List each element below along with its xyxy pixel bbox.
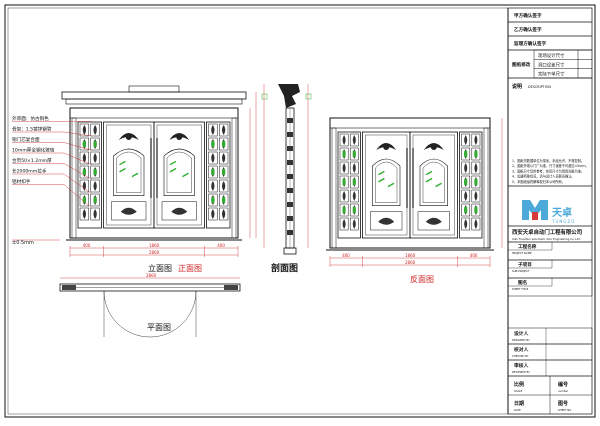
person-label-en: REVIEWED BY <box>512 370 530 374</box>
material-note: 合页50×1.2mm厚 <box>12 157 52 164</box>
sheet-no-label-en: SHEET NO <box>558 408 571 412</box>
description-note: 4、如遇特殊情况，请与设计人员联系确认。 <box>512 174 575 179</box>
section-view-label: 剖面图 <box>271 262 298 274</box>
sheet-no-label: 图号 <box>558 400 568 407</box>
dimension-text: 2860 <box>405 260 416 265</box>
revision-label: 图纸修改 <box>512 61 531 68</box>
back-elevation: 400 1860 400 2860 <box>326 102 509 267</box>
material-note: 铜门芯复合面 <box>12 136 40 143</box>
field-label: 子项目 <box>518 261 532 268</box>
front-view-label: 立面图 <box>148 263 172 273</box>
side-note: ±0.5mm <box>12 240 34 246</box>
date-label-en: DATE <box>514 408 521 412</box>
logo-text: 天卓 <box>552 206 572 219</box>
dimension-text: 400 <box>470 253 478 258</box>
revision-item: 现场设计尺寸 <box>538 52 565 59</box>
dimension-text: 400 <box>217 243 225 248</box>
material-note: 骨架：1.5镀锌钢管 <box>12 126 52 133</box>
dimension-text: 400 <box>342 253 350 258</box>
company-name: 西安天卓自动门工程有限公司 <box>512 228 582 236</box>
logo-accent-icon <box>532 212 538 220</box>
company-name-en: Xian Tianzhuo automatic door Engineering… <box>512 237 581 241</box>
description-label-en: DESCRIPTION <box>528 85 551 89</box>
revision-item: 实际下单尺寸 <box>538 71 565 78</box>
person-label-en: CHECKED BY <box>512 354 529 358</box>
signature-row-label: 甲方确认签字 <box>514 12 542 19</box>
person-label: 审核人 <box>514 362 529 369</box>
description-note: 3、图纸尺寸仅供参考，实际尺寸为现场测量为准。 <box>512 168 584 173</box>
logo-mark-icon <box>522 200 548 220</box>
field-label: 图名 <box>518 279 527 286</box>
number-label: 编号 <box>558 381 568 388</box>
person-label: 设计人 <box>514 330 529 337</box>
sheet-frame <box>4 4 596 418</box>
dimension-text: 2860 <box>149 250 160 255</box>
dimension-text: 1860 <box>405 253 416 258</box>
section-view <box>261 84 312 255</box>
revision-item: 洞口误差尺寸 <box>538 61 565 68</box>
field-label-en: PROJECT NAME <box>512 251 532 255</box>
scale-label-en: SCALE <box>514 389 523 393</box>
plan-view-label: 平面图 <box>147 323 171 332</box>
dimension-text: 1860 <box>149 243 160 248</box>
dimension-text: 400 <box>83 243 91 248</box>
description-note: 5、本图纸最终解释权归本公司所有。 <box>512 179 565 184</box>
material-note: 外饰面：仿古铜色 <box>12 115 49 122</box>
title-block: 甲方确认签字乙方确认签字监理方确认签字图纸修改现场设计尺寸洞口误差尺寸实际下单尺… <box>507 7 593 415</box>
date-label: 日期 <box>514 400 524 407</box>
logo-text-en: TUNGZO <box>551 219 575 224</box>
dimension-text: 2860 <box>146 273 157 278</box>
signature-row-label: 监理方确认签字 <box>514 40 547 47</box>
scale-label: 比例 <box>514 381 524 388</box>
material-note: 铝材扣手 <box>12 178 31 185</box>
description-note: 2、图纸外观以门厂为准，尺寸误差不可超过±5mm。 <box>512 163 589 168</box>
field-label-en: SUB-PROJECT <box>512 269 530 273</box>
signature-row-label: 乙方确认签字 <box>514 26 542 33</box>
field-label: 工程名称 <box>518 243 537 250</box>
material-note: 长2000mm拉手 <box>12 168 47 175</box>
front-view-note: 正面图 <box>178 264 202 273</box>
description-note: 1、图纸内数据单位为毫米，未经允许，不得复制。 <box>512 158 584 163</box>
front-elevation: 400 1860 400 2860 <box>61 85 257 257</box>
field-label-en: SHEET TITLE <box>512 287 529 291</box>
person-label-en: DESIGNED BY <box>512 338 530 342</box>
plan-view: 2860 <box>59 273 241 338</box>
description-label: 说明 <box>512 83 522 90</box>
material-note: 10mm厚全钢化玻璃 <box>12 147 55 154</box>
number-label-en: number <box>558 389 569 393</box>
person-label: 校对人 <box>514 346 529 353</box>
back-view-label: 反面图 <box>410 274 434 284</box>
